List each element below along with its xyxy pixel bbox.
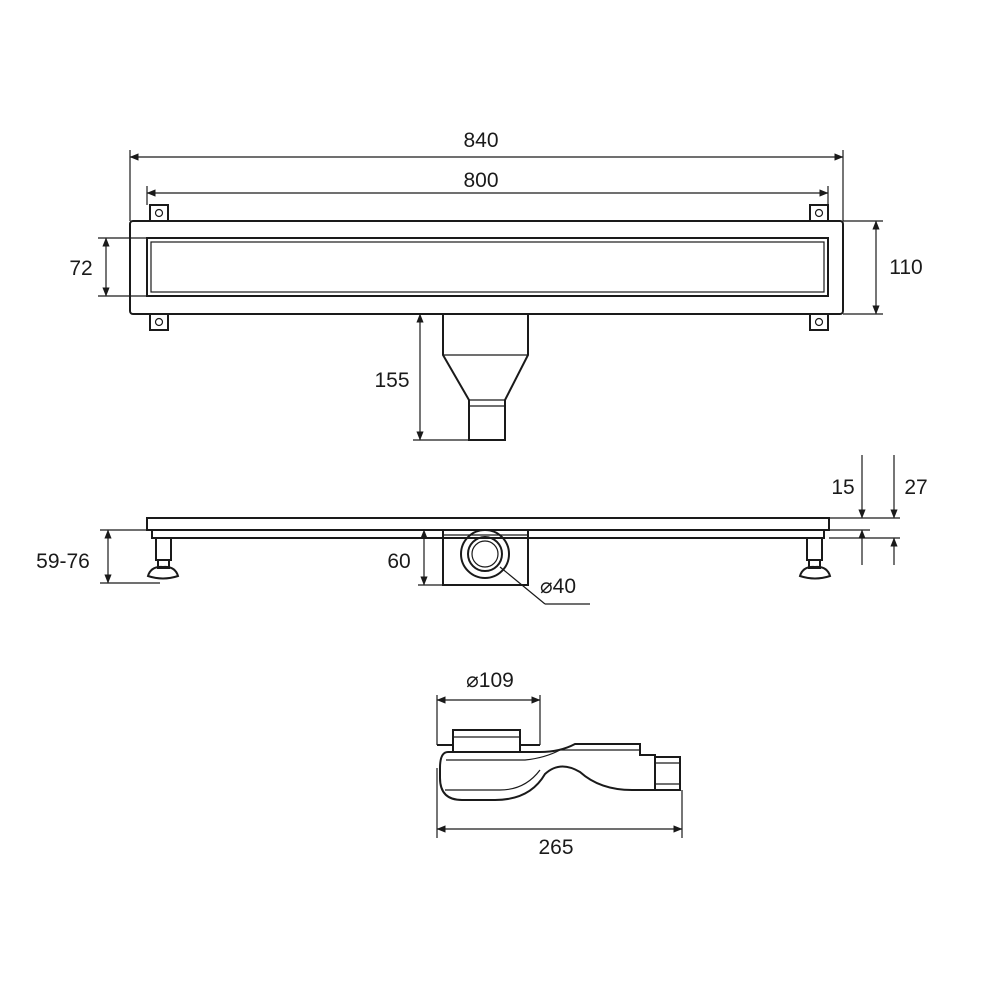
dimension-siphon-length: 265 [436,768,683,859]
mounting-tab-top-right [809,204,829,221]
outer-width-label: 110 [889,256,922,279]
outlet-diameter-label: ⌀40 [540,575,576,598]
drain-grate [146,237,829,297]
mounting-tab-bottom-right [809,314,829,331]
outlet-height-label: 60 [387,550,410,573]
channel-length-label: 800 [463,169,498,192]
dimension-overall-length: 840 [129,129,844,221]
siphon-body [439,743,656,801]
outlet-depth-label: 155 [374,369,409,392]
dimension-frame-thickness: 15 [829,455,900,565]
drain-grate-inner [150,241,825,293]
mounting-tab-top-left [149,204,169,221]
dimension-foot-height: 59-76 [36,529,160,584]
dimension-outlet-depth: 155 [374,313,469,441]
inner-width-label: 72 [69,257,92,280]
dimension-inner-width: 72 [69,237,147,297]
dimension-channel-length: 800 [146,169,829,205]
siphon-cap [452,729,521,753]
dimension-outer-width: 110 [843,220,923,315]
siphon-length-label: 265 [538,836,573,859]
outlet-top-view [442,314,529,441]
overall-length-label: 840 [463,129,498,152]
dimension-siphon-diameter: ⌀109 [436,669,541,745]
outlet-housing-side [442,529,529,586]
adjustable-foot-right [798,537,832,580]
frame-thickness-label: 15 [831,476,854,499]
dimension-total-frame-height: 27 [829,455,928,565]
siphon-view: ⌀109 265 [436,669,683,859]
dimension-outlet-height: 60 [387,529,443,586]
top-view: 840 800 72 110 155 [69,129,923,441]
siphon-outlet-tube [654,756,681,791]
foot-height-label: 59-76 [36,550,90,573]
mounting-tab-bottom-left [149,314,169,331]
adjustable-foot-left [146,537,180,580]
side-view: ⌀40 59-76 60 15 27 [36,455,928,605]
drain-outer-frame [129,220,844,315]
total-frame-height-label: 27 [904,476,927,499]
frame-top-plate [146,517,830,531]
siphon-diameter-label: ⌀109 [466,669,514,692]
